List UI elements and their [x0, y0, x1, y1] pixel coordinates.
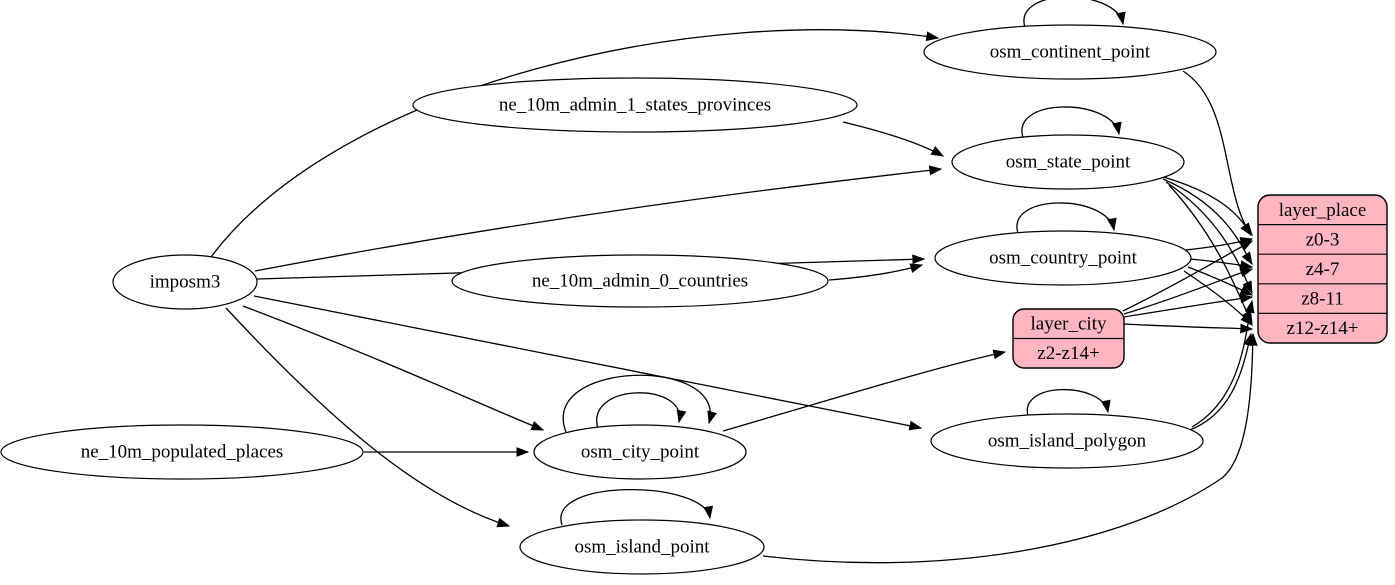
osm-island-polygon-label: osm_island_polygon [988, 431, 1147, 452]
osm-state-point-label: osm_state_point [1006, 152, 1131, 173]
osm-island-polygon-ellipse [930, 413, 1204, 469]
edge-layer-city-to-layer-place-z4-7 [1123, 268, 1254, 315]
record-layer-city: layer_city z2-z14+ [1012, 308, 1125, 369]
self-loop-osm-island-point [560, 488, 714, 526]
edge-ne-10m-admin-0-to-osm-country-point [828, 263, 924, 281]
osm-country-point-ellipse [934, 230, 1192, 286]
edge-osm-country-point-to-layer-place-z8-11 [1187, 266, 1254, 296]
ne-10m-populated-places-ellipse [0, 424, 364, 480]
record-layer-place: layer_place z0-3 z4-7 z8-11 z12-z14+ [1257, 194, 1388, 344]
ne-10m-admin-1-states-provinces-label: ne_10m_admin_1_states_provinces [499, 95, 771, 116]
ne-10m-admin-1-states-provinces-ellipse [412, 77, 858, 133]
layer-place-row-z0-3: z0-3 [1306, 229, 1340, 250]
node-ne-10m-admin-0-countries: ne_10m_admin_0_countries [451, 254, 829, 308]
self-loop-osm-continent-point [1023, 0, 1126, 31]
node-imposm3: imposm3 [112, 254, 258, 310]
edge-osm-city-point-to-layer-city-z2-z14 [722, 349, 1007, 432]
layer-place-title: layer_place [1279, 200, 1367, 221]
edge-osm-island-polygon-to-layer-place-z12-z14 [1186, 332, 1253, 432]
self-loop-osm-state-point [1021, 106, 1122, 141]
edge-osm-island-polygon-to-layer-place-z8-11 [1191, 299, 1255, 428]
osm-island-point-ellipse [519, 519, 765, 575]
edge-osm-country-point-to-layer-place-z0-3 [1185, 237, 1254, 251]
self-loop-osm-country-point [1016, 202, 1117, 237]
node-osm-country-point: osm_country_point [934, 230, 1192, 286]
edge-imposm3-to-osm-island-polygon [253, 295, 923, 431]
osm-city-point-ellipse [533, 424, 747, 480]
edge-osm-state-point-to-layer-place-z4-7 [1162, 178, 1253, 266]
edge-ne-10m-admin-1-to-osm-state-point [842, 121, 945, 157]
edge-imposm3-to-osm-island-point [225, 307, 511, 528]
osm-island-point-label: osm_island_point [574, 537, 710, 558]
layer-city-row-z2-z14: z2-z14+ [1037, 343, 1099, 364]
osm-continent-point-ellipse [923, 24, 1217, 80]
edge-osm-island-point-to-layer-place-z12-z14 [762, 332, 1258, 564]
edge-imposm3-to-osm-state-point [254, 165, 943, 272]
edge-osm-state-point-to-layer-place-z0-3 [1159, 175, 1253, 237]
node-osm-city-point: osm_city_point [533, 424, 747, 480]
edge-layer-city-to-layer-place-z0-3 [1122, 240, 1254, 312]
self-loop-osm-city-point-inner [596, 392, 687, 430]
layer-place-row-z4-7: z4-7 [1306, 259, 1340, 280]
edge-layer-city-to-layer-place-z8-11 [1123, 293, 1254, 318]
edge-imposm3-to-osm-continent-point [210, 29, 940, 258]
osm-state-point-ellipse [951, 134, 1185, 190]
self-loop-osm-city-point-outer [562, 374, 717, 433]
imposm3-ellipse [112, 254, 258, 310]
layer-city-title: layer_city [1031, 314, 1107, 335]
osm-city-point-label: osm_city_point [581, 442, 700, 463]
ne-10m-populated-places-label: ne_10m_populated_places [81, 442, 284, 463]
node-ne-10m-populated-places: ne_10m_populated_places [0, 424, 364, 480]
node-osm-island-polygon: osm_island_polygon [930, 413, 1204, 469]
layer-place-box [1257, 194, 1388, 344]
osm-country-point-label: osm_country_point [989, 248, 1137, 269]
edge-imposm3-to-osm-city-point [242, 305, 545, 431]
edge-layer-city-to-layer-place-z12-z14 [1123, 323, 1254, 334]
self-loop-osm-island-polygon [1026, 388, 1111, 420]
imposm3-label: imposm3 [150, 272, 221, 293]
edge-osm-continent-point-to-layer-place-z0-3 [1182, 70, 1252, 237]
node-osm-island-point: osm_island_point [519, 519, 765, 575]
ne-10m-admin-0-countries-ellipse [451, 254, 829, 308]
layer-place-row-z12-z14: z12-z14+ [1287, 318, 1359, 339]
node-osm-continent-point: osm_continent_point [923, 24, 1217, 80]
osm-continent-point-label: osm_continent_point [990, 42, 1151, 63]
nodes-layer: imposm3 ne_10m_admin_1_states_provinces … [0, 24, 1388, 575]
layer-place-row-z8-11: z8-11 [1301, 289, 1344, 310]
edge-osm-country-point-to-layer-place-z4-7 [1189, 258, 1254, 270]
node-osm-state-point: osm_state_point [951, 134, 1185, 190]
ne-10m-admin-0-countries-label: ne_10m_admin_0_countries [532, 271, 748, 292]
node-ne-10m-admin-1-states-provinces: ne_10m_admin_1_states_provinces [412, 77, 858, 133]
